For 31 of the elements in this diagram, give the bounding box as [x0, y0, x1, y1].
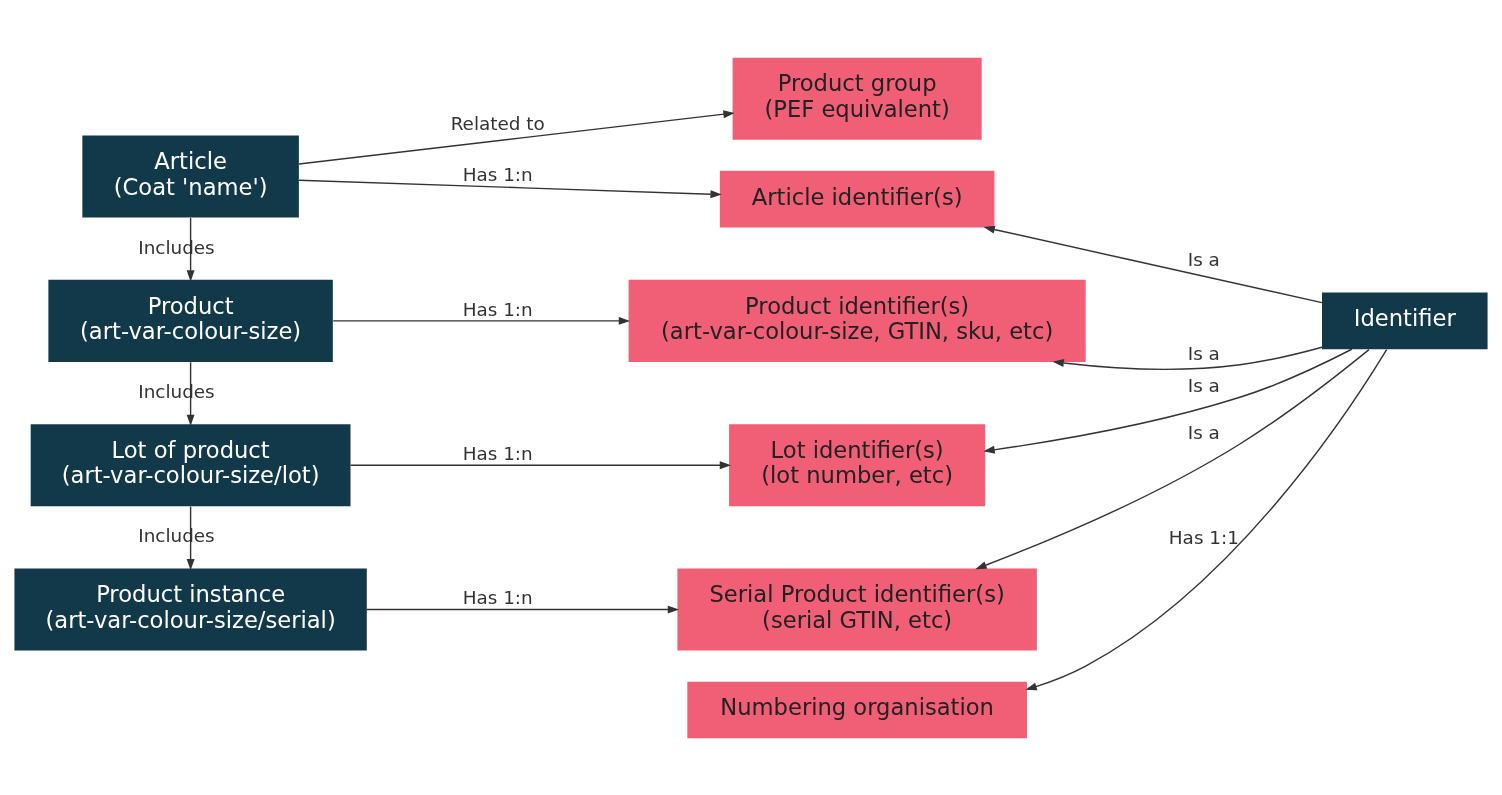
edge-label: Is a — [1187, 374, 1220, 396]
node-box: Product instance (art-var-colour-size/serial) — [14, 568, 367, 651]
arrow — [349, 460, 732, 469]
arrow — [983, 348, 1353, 454]
arrow — [298, 109, 735, 165]
node-box: Product identifier(s) (art-var-colour-size, GTIN, sku, etc) — [628, 279, 1086, 362]
node-box: Identifier — [1322, 292, 1488, 349]
arrow — [1052, 346, 1323, 370]
arrow — [983, 225, 1323, 303]
edge-label: Is a — [1187, 248, 1220, 270]
arrow — [975, 348, 1370, 569]
node-box: Numbering organisation — [687, 681, 1027, 738]
edge-label: Has 1:n — [462, 163, 533, 185]
node-box: Article identifier(s) — [719, 170, 995, 227]
arrow — [1025, 348, 1388, 690]
node-box: Article (Coat 'name') — [82, 135, 299, 218]
arrow — [332, 316, 631, 325]
edge-label: Is a — [1187, 342, 1220, 364]
node-box: Lot identifier(s) (lot number, etc) — [729, 423, 986, 506]
edge-label: Has 1:n — [462, 442, 533, 464]
node-box: Product (art-var-colour-size) — [48, 279, 333, 362]
node-box: Serial Product identifier(s) (serial GTIN, etc) — [677, 568, 1037, 651]
edge-label: Has 1:1 — [1168, 526, 1239, 548]
node-box: Product group (PEF equivalent) — [732, 57, 982, 140]
node-box: Lot of product (art-var-colour-size/lot) — [30, 423, 351, 506]
edge-label: Is a — [1187, 421, 1220, 443]
edge-label: Has 1:n — [462, 298, 533, 320]
edge-label: Related to — [450, 112, 545, 134]
arrow — [298, 178, 722, 198]
edge-label: Has 1:n — [462, 586, 533, 608]
arrow — [366, 605, 680, 614]
